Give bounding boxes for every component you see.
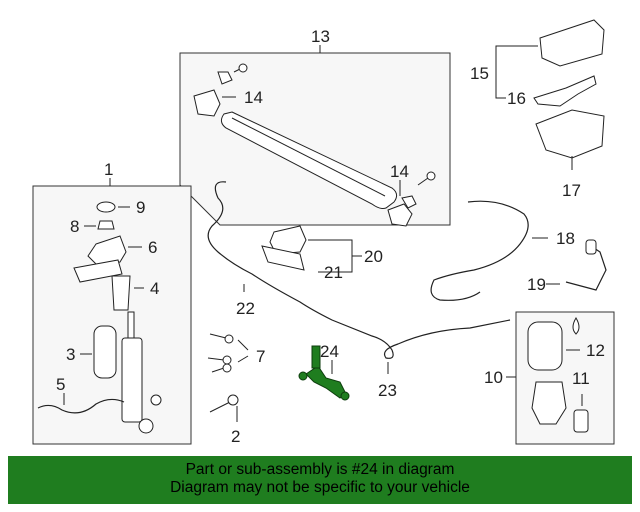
callout-8[interactable]: 8 bbox=[70, 217, 79, 236]
callout-11[interactable]: 11 bbox=[572, 369, 590, 388]
harness-24-highlighted[interactable] bbox=[298, 345, 350, 401]
callout-17[interactable]: 17 bbox=[562, 181, 581, 200]
callout-24[interactable]: 24 bbox=[320, 342, 339, 361]
valve-11[interactable] bbox=[573, 409, 589, 433]
callout-6[interactable]: 6 bbox=[148, 238, 157, 257]
callout-1[interactable]: 1 bbox=[104, 160, 113, 179]
callout-21[interactable]: 21 bbox=[324, 263, 343, 282]
callout-16[interactable]: 16 bbox=[507, 89, 526, 108]
module-15[interactable] bbox=[539, 19, 605, 67]
dust-boot-3[interactable] bbox=[93, 325, 117, 379]
callout-4[interactable]: 4 bbox=[150, 279, 159, 298]
banner-line-2: Diagram may not be specific to your vehi… bbox=[170, 479, 470, 496]
air-line-22-23[interactable] bbox=[207, 181, 511, 359]
callout-18[interactable]: 18 bbox=[556, 229, 575, 248]
callout-9[interactable]: 9 bbox=[136, 198, 145, 217]
group-13-box bbox=[179, 52, 451, 226]
nut-9[interactable] bbox=[96, 201, 116, 213]
mount-6[interactable] bbox=[87, 235, 127, 267]
valve-block-20[interactable] bbox=[269, 225, 307, 255]
callout-22[interactable]: 22 bbox=[236, 299, 255, 318]
callout-2[interactable]: 2 bbox=[231, 427, 240, 446]
banner-line-1: Part or sub-assembly is #24 in diagram bbox=[185, 461, 455, 478]
bolts-7[interactable] bbox=[207, 333, 234, 373]
bolt-2[interactable] bbox=[209, 394, 239, 413]
parts-diagram: 13 14 14 1 9 8 6 4 3 5 bbox=[32, 19, 615, 446]
callout-10[interactable]: 10 bbox=[484, 368, 503, 387]
sensor-wire-5[interactable] bbox=[37, 398, 125, 414]
callout-19[interactable]: 19 bbox=[527, 275, 546, 294]
compressor-17[interactable] bbox=[535, 109, 605, 159]
callout-13[interactable]: 13 bbox=[311, 27, 330, 46]
info-banner: Part or sub-assembly is #24 in diagram D… bbox=[8, 456, 632, 504]
air-spring-12[interactable] bbox=[527, 321, 563, 371]
callout-23[interactable]: 23 bbox=[378, 381, 397, 400]
callout-3[interactable]: 3 bbox=[66, 345, 75, 364]
bushing-left[interactable] bbox=[193, 63, 248, 117]
spring-base[interactable] bbox=[531, 381, 567, 425]
air-line-18[interactable] bbox=[430, 200, 529, 301]
callout-7[interactable]: 7 bbox=[256, 347, 265, 366]
stabilizer-bar[interactable] bbox=[220, 111, 398, 209]
bracket-16[interactable] bbox=[533, 75, 597, 107]
callout-20[interactable]: 20 bbox=[364, 247, 383, 266]
nut-8[interactable] bbox=[97, 220, 115, 230]
callout-14a[interactable]: 14 bbox=[244, 88, 263, 107]
callout-5[interactable]: 5 bbox=[56, 375, 65, 394]
shock-absorber[interactable] bbox=[121, 311, 162, 434]
bushing-right[interactable] bbox=[387, 171, 436, 227]
bracket-21[interactable] bbox=[261, 245, 305, 271]
bumper-4[interactable] bbox=[111, 275, 131, 311]
callout-14b[interactable]: 14 bbox=[390, 162, 409, 181]
callout-12[interactable]: 12 bbox=[586, 341, 605, 360]
callout-15[interactable]: 15 bbox=[470, 64, 489, 83]
